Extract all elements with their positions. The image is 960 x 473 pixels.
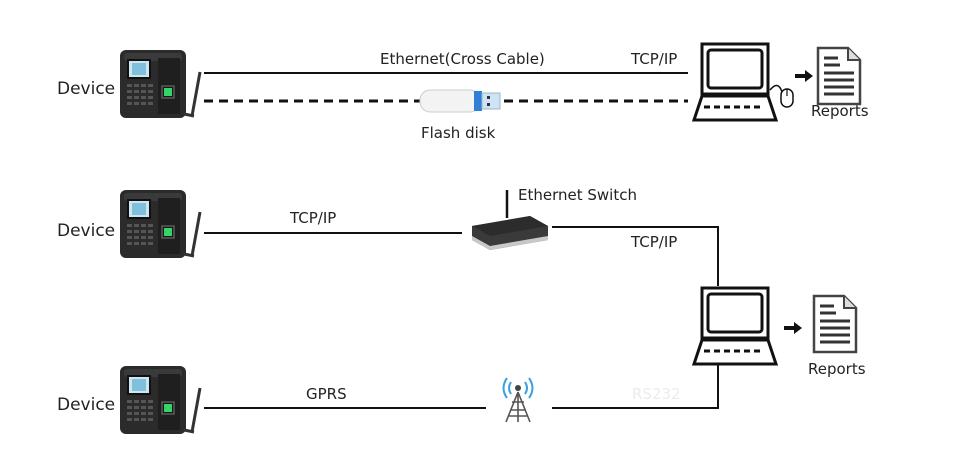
- cell-tower-icon: [502, 377, 534, 423]
- report-icon-row1: [816, 46, 862, 106]
- device-label-row3: Device: [57, 395, 116, 415]
- report-icon-shared: [812, 294, 858, 354]
- ethernet-switch-icon: [472, 190, 548, 250]
- usb-flash-disk-icon: [419, 89, 501, 113]
- device-icon-row1: [118, 48, 202, 120]
- tcpip-label-row1: TCP/IP: [631, 50, 678, 68]
- mouse-icon: [769, 84, 794, 108]
- computer-icon-shared: [692, 286, 778, 366]
- computer-icon-row1: [692, 42, 778, 122]
- gprs-label: GPRS: [306, 385, 347, 403]
- arrow-icon-row1: [793, 68, 815, 84]
- flash-disk-label: Flash disk: [421, 124, 496, 142]
- tcpip-uplink-line-row2: [552, 226, 719, 286]
- device-label-row2: Device: [57, 221, 116, 241]
- rs232-uplink-line: [552, 364, 719, 409]
- rs232-label: RS232: [632, 385, 681, 403]
- reports-label-shared: Reports: [808, 360, 866, 378]
- tcpip-link-label-row2: TCP/IP: [290, 209, 337, 227]
- device-label-row1: Device: [57, 79, 116, 99]
- reports-label-row1: Reports: [811, 102, 869, 120]
- ethernet-switch-label: Ethernet Switch: [518, 186, 637, 204]
- device-icon-row3: [118, 364, 202, 436]
- arrow-icon-shared: [782, 320, 804, 336]
- ethernet-cross-cable-label: Ethernet(Cross Cable): [380, 50, 545, 68]
- device-icon-row2: [118, 188, 202, 260]
- tcpip-uplink-label-row2: TCP/IP: [631, 233, 678, 251]
